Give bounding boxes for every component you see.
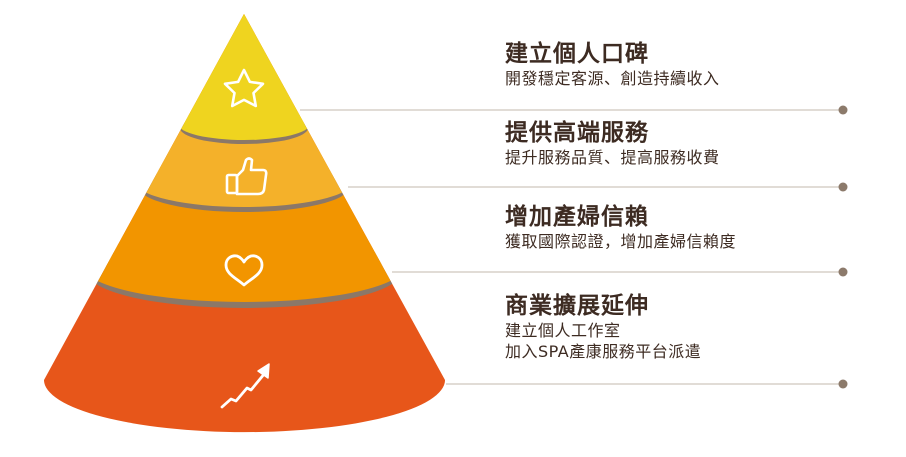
thumbs-up-icon — [225, 157, 268, 196]
level-4-desc-line-1: 建立個人工作室 — [505, 321, 621, 340]
connector-dot-3 — [838, 267, 848, 277]
trend-arrow-icon — [220, 363, 270, 409]
heart-icon — [224, 254, 264, 287]
star-icon — [223, 68, 265, 108]
level-2-heading: 提供高端服務 — [505, 120, 649, 146]
connector-dot-1 — [838, 105, 848, 115]
level-3-label: 增加產婦信賴 獲取國際認證，增加產婦信賴度 — [505, 203, 736, 252]
connector-dot-4 — [838, 379, 848, 389]
level-4-label: 商業擴展延伸 建立個人工作室 加入SPA產康服務平台派遣 — [505, 292, 701, 362]
level-2-label: 提供高端服務 提升服務品質、提高服務收費 — [505, 119, 720, 168]
level-1-desc: 開發穩定客源、創造持續收入 — [505, 69, 720, 88]
level-1-label: 建立個人口碑 開發穩定客源、創造持續收入 — [505, 40, 720, 89]
level-3-desc: 獲取國際認證，增加產婦信賴度 — [505, 232, 737, 251]
level-4-heading: 商業擴展延伸 — [505, 293, 649, 319]
level-1-heading: 建立個人口碑 — [505, 41, 649, 67]
level-3-heading: 增加產婦信賴 — [505, 204, 649, 230]
level-4-desc-line-2: 加入SPA產康服務平台派遣 — [505, 342, 702, 361]
level-2-desc: 提升服務品質、提高服務收費 — [505, 148, 720, 167]
connector-dot-2 — [838, 182, 848, 192]
